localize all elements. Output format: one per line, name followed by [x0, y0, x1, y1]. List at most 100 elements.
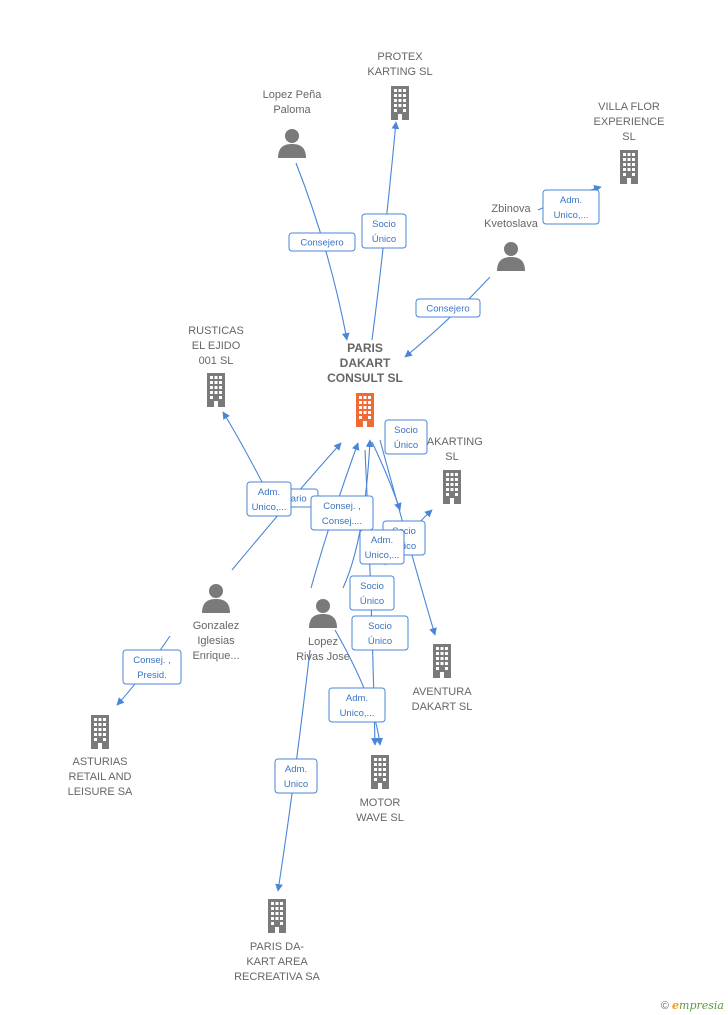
edge-label-box [351, 615, 409, 651]
edge-label-text: Adm. [560, 195, 582, 206]
edge-label-text: Consejero [300, 238, 343, 249]
edge-label-text: Único [360, 596, 384, 607]
node-label: Rivas Jose [296, 651, 350, 663]
brand-logo-name: mpresia [679, 999, 724, 1012]
edge-label-e15[interactable]: Adm. Unico [274, 758, 318, 794]
edge-label-text: Único [372, 234, 396, 245]
edge-label-e3[interactable]: Adm. Unico,... [542, 189, 600, 225]
node-motor[interactable]: MOTOR WAVE SL [356, 755, 404, 824]
edge-label-e1[interactable]: Consejero [288, 232, 356, 252]
edge-label-text: Adm. [285, 764, 307, 775]
node-label: RUSTICAS [188, 325, 244, 337]
edge-label-text: Adm. [371, 535, 393, 546]
node-label: EL EJIDO [192, 340, 241, 352]
edge-label-box [349, 575, 395, 611]
node-label: Iglesias [197, 635, 235, 647]
edge-label-box [361, 213, 407, 249]
edge-label-text: Consej. , [133, 655, 171, 666]
edge-label-box [122, 649, 182, 685]
edge-label-text: Unico [284, 779, 308, 790]
node-villaflor[interactable]: VILLA FLOR EXPERIENCE SL [594, 101, 665, 184]
node-label: Lopez [308, 636, 338, 648]
node-aventura[interactable]: AVENTURA DAKART SL [412, 644, 473, 713]
node-label: SL [622, 131, 635, 143]
building-icon [620, 150, 638, 184]
node-label: VILLA FLOR [598, 101, 660, 113]
edge-label-text: Consej. , [323, 501, 361, 512]
edge-label-text: Consej.... [322, 516, 362, 527]
node-label: Paloma [273, 104, 311, 116]
edge-line-e4 [404, 276, 491, 358]
node-label: Gonzalez [193, 620, 239, 632]
edge-label-box [384, 419, 428, 455]
edge-label-e12[interactable]: Adm. Unico,... [328, 687, 386, 723]
node-label: RETAIL AND [69, 771, 132, 783]
person-icon [278, 129, 306, 158]
brand-footer: © empresia [661, 999, 724, 1012]
person-icon [309, 599, 337, 628]
edge-label-e13[interactable]: Adm.Unico,... [246, 481, 292, 517]
building-icon [371, 755, 389, 789]
node-label: ASTURIAS [72, 756, 127, 768]
edge-label-e4[interactable]: Consejero [415, 298, 481, 318]
edge-label-text: Unico,... [365, 550, 400, 561]
edge-label-box [359, 529, 405, 565]
node-label: KARTING SL [367, 66, 432, 78]
edge-label-box [328, 687, 386, 723]
edge-label-text: Socio [368, 621, 392, 632]
node-label: AVENTURA [412, 686, 472, 698]
node-rusticas[interactable]: RUSTICAS EL EJIDO 001 SL [188, 325, 244, 407]
edge-label-text: Único [368, 636, 392, 647]
node-label: JAKARTING [421, 436, 483, 448]
edge-label-text: Adm. [346, 693, 368, 704]
node-label: PARIS DA- [250, 941, 305, 953]
edge-label-box [415, 298, 481, 318]
node-label: WAVE SL [356, 812, 404, 824]
edge-label-e14[interactable]: Consej. , Presid. [122, 649, 182, 685]
edge-label-text: Único [394, 440, 418, 451]
edge-label-e8[interactable]: Consej. , Consej.... [310, 495, 374, 531]
building-icon [356, 393, 374, 427]
node-label: Enrique... [192, 650, 239, 662]
person-icon [202, 584, 230, 613]
node-label: EXPERIENCE [594, 116, 665, 128]
node-label: CONSULT SL [327, 371, 403, 385]
edge-label-text: Unico,... [252, 502, 287, 513]
edge-label-box [274, 758, 318, 794]
building-icon [433, 644, 451, 678]
node-label: 001 SL [199, 355, 234, 367]
edge-label-text: Unico,... [340, 708, 375, 719]
node-label: DAKART SL [412, 701, 473, 713]
edge-line-e7 [222, 411, 263, 483]
edge-label-box [288, 232, 356, 252]
node-label: PARIS [347, 341, 383, 355]
node-gonzalez[interactable]: GonzalezIglesiasEnrique... [192, 584, 240, 662]
node-label: KART AREA [246, 956, 308, 968]
edge-label-e9[interactable]: Adm. Unico,... [359, 529, 405, 565]
building-icon [207, 373, 225, 407]
edge-label-text: Presid. [137, 670, 167, 681]
node-label: MOTOR [360, 797, 401, 809]
copyright-icon: © [660, 1000, 669, 1012]
building-icon [443, 470, 461, 504]
edge-label-text: Unico,... [554, 210, 589, 221]
edge-label-box [542, 189, 600, 225]
edge-label-text: Consejero [426, 304, 469, 315]
building-icon [268, 899, 286, 933]
person-icon [497, 242, 525, 271]
edge-label-text: Socio [372, 219, 396, 230]
